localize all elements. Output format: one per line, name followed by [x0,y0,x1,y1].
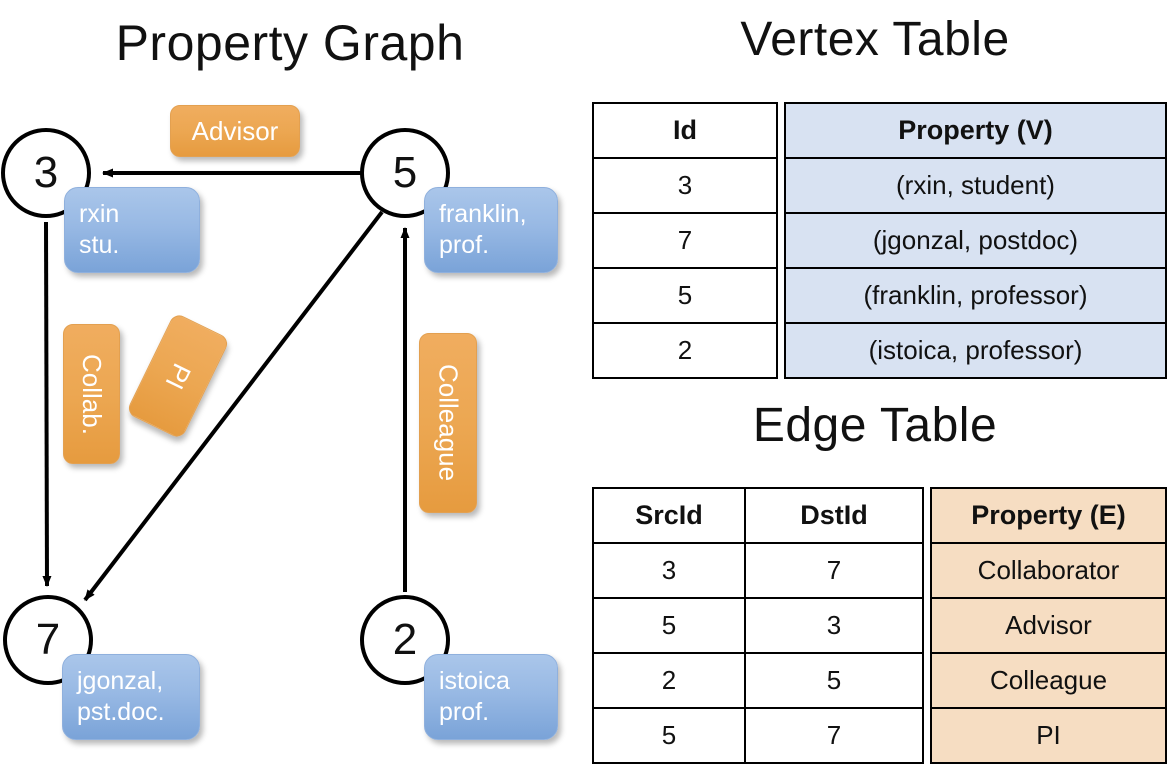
graph-node-7-label: 7 [35,615,61,664]
vertex-table-column-gap [777,268,785,323]
vertex-property-callout-5-line2: prof. [439,231,490,259]
graph-node-5[interactable]: 5 [360,128,450,218]
vertex-table-header-row: Id Property (V) [592,102,1167,159]
edge-label-collab: Collab. [63,324,120,464]
vertex-row-1-id: 7 [592,212,778,269]
vertex-property-callout-2-line2: prof. [439,698,490,726]
edge-row-3-property: PI [930,707,1167,764]
edge-table-column-gap [923,488,931,543]
edge-table-column-gap [923,708,931,763]
vertex-row-3-property: (istoica, professor) [784,322,1167,379]
edge-table-column-gap [923,653,931,708]
vertex-table-column-gap [777,323,785,378]
vertex-row-3-id: 2 [592,322,778,379]
graph-node-2-label: 2 [392,615,418,664]
table-row: 3 (rxin, student) [592,157,1167,214]
edge-label-pi-text: PI [159,358,198,394]
graph-node-3-label: 3 [33,148,59,197]
vertex-table-header-property: Property (V) [784,102,1167,159]
vertex-property-callout-7-line2: pst.doc. [77,698,165,726]
vertex-row-2-property: (franklin, professor) [784,267,1167,324]
edge-table-header-dstid: DstId [744,487,924,544]
table-row: 5 3 Advisor [592,597,1167,654]
table-row: 2 (istoica, professor) [592,322,1167,379]
edge-label-advisor: Advisor [170,105,300,157]
vertex-property-callout-3: rxin stu. [64,187,200,273]
edge-row-2-src: 2 [592,652,746,709]
page-title-edge-table: Edge Table [752,399,998,452]
edge-table: SrcId DstId Property (E) 3 7 Collaborato… [592,487,1167,764]
edge-table-header-property: Property (E) [930,487,1167,544]
table-row: 7 (jgonzal, postdoc) [592,212,1167,269]
edge-label-colleague-text: Colleague [433,364,464,482]
vertex-table-header-id: Id [592,102,778,159]
table-row: 3 7 Collaborator [592,542,1167,599]
page-title-vertex-table: Vertex Table [740,13,1010,66]
edge-label-collab-text: Collab. [77,353,107,435]
vertex-row-0-property: (rxin, student) [784,157,1167,214]
vertex-row-1-property: (jgonzal, postdoc) [784,212,1167,269]
vertex-table-column-gap [777,103,785,158]
edge-row-0-property: Collaborator [930,542,1167,599]
vertex-table-column-gap [777,158,785,213]
edge-table-column-gap [923,543,931,598]
table-row: 5 7 PI [592,707,1167,764]
vertex-property-callout-2: istoica prof. [424,654,558,740]
edge-row-2-property: Colleague [930,652,1167,709]
vertex-row-2-id: 5 [592,267,778,324]
edge-table-column-gap [923,598,931,653]
vertex-property-callout-5-line1: franklin, [439,200,527,228]
edge-label-advisor-text: Advisor [191,115,279,146]
vertex-table: Id Property (V) 3 (rxin, student) 7 (jgo… [592,102,1167,379]
edge-row-3-src: 5 [592,707,746,764]
vertex-property-callout-5: franklin, prof. [424,187,558,273]
table-row: 5 (franklin, professor) [592,267,1167,324]
graph-node-2[interactable]: 2 [360,595,450,685]
edge-row-0-src: 3 [592,542,746,599]
edge-table-header-row: SrcId DstId Property (E) [592,487,1167,544]
edge-row-1-src: 5 [592,597,746,654]
vertex-property-callout-7: jgonzal, pst.doc. [62,654,200,740]
edge-table-header-srcid: SrcId [592,487,746,544]
edge-row-2-dst: 5 [744,652,924,709]
vertex-property-callout-3-line2: stu. [79,231,120,259]
graph-edges-layer [42,168,410,602]
page-title-property-graph: Property Graph [115,15,465,71]
vertex-property-callout-3-line1: rxin [79,200,120,228]
vertex-table-column-gap [777,213,785,268]
edge-3-to-7 [42,221,52,587]
graph-node-5-label: 5 [392,148,418,197]
edge-label-colleague: Colleague [419,333,477,513]
vertex-property-callout-2-line1: istoica [439,667,510,695]
edge-row-1-dst: 3 [744,597,924,654]
property-graph-diagram: 3 5 7 2 rxin stu. franklin, prof. jgonza… [0,0,580,760]
vertex-row-0-id: 3 [592,157,778,214]
edge-row-0-dst: 7 [744,542,924,599]
edge-row-3-dst: 7 [744,707,924,764]
edge-row-1-property: Advisor [930,597,1167,654]
edge-5-to-7 [83,210,384,602]
table-row: 2 5 Colleague [592,652,1167,709]
vertex-property-callout-7-line1: jgonzal, [77,667,164,695]
